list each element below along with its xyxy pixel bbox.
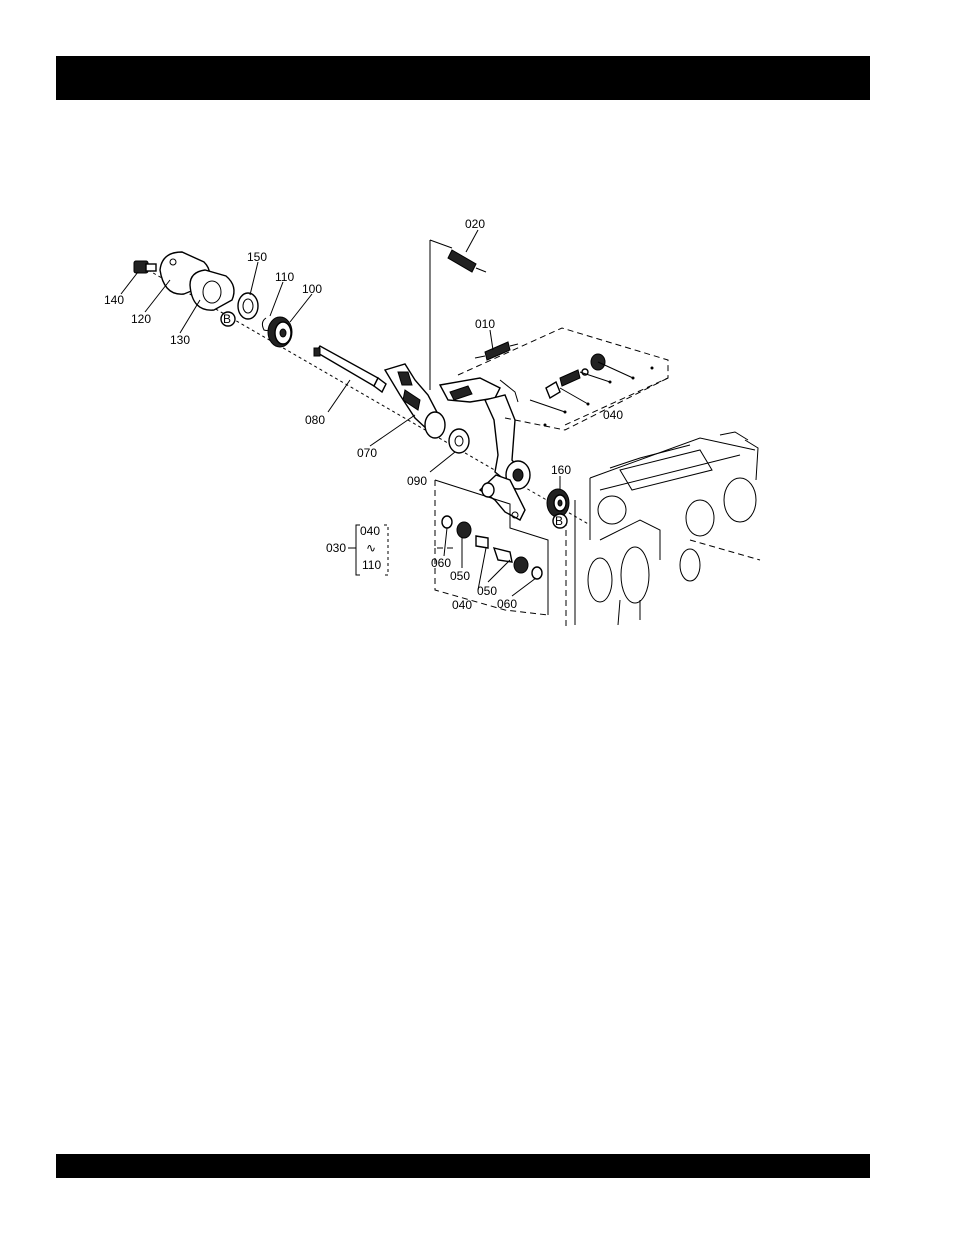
label-010: 010 (475, 317, 495, 331)
bush-150 (238, 293, 258, 319)
label-060-left: 060 (431, 556, 451, 570)
label-050-left: 050 (450, 569, 470, 583)
spring-020 (430, 240, 486, 390)
label-150: 150 (247, 250, 267, 264)
bearing-100 (268, 317, 292, 347)
shaft-080 (314, 346, 386, 392)
label-b-right: B (555, 514, 563, 528)
governor-spring-parts-040 (530, 354, 654, 427)
footer-bar (56, 1154, 870, 1178)
label-110-top: 110 (275, 270, 294, 284)
label-b-left: B (223, 312, 231, 326)
exploded-parts-diagram: B B 020 010 150 110 100 140 120 130 080 (0, 0, 954, 700)
label-030-range-end: 110 (362, 558, 381, 572)
bolt-140 (134, 261, 156, 273)
bearing-160 (547, 489, 569, 517)
label-060-right: 060 (497, 597, 517, 611)
label-140: 140 (104, 293, 124, 307)
label-080: 080 (305, 413, 325, 427)
label-040-lower: 040 (452, 598, 472, 612)
engine-block (566, 432, 760, 630)
label-030-range-start: 040 (360, 524, 380, 538)
label-130: 130 (170, 333, 190, 347)
label-070: 070 (357, 446, 377, 460)
label-100: 100 (302, 282, 322, 296)
label-120: 120 (131, 312, 151, 326)
mark-b-right: B (553, 514, 567, 528)
label-030-range-tilde: ∿ (366, 541, 376, 555)
label-160: 160 (551, 463, 571, 477)
group-box-040-lower (435, 480, 455, 548)
label-090: 090 (407, 474, 427, 488)
label-050-right: 050 (477, 584, 497, 598)
gasket-130 (190, 270, 234, 310)
washer-090 (449, 429, 469, 453)
label-030: 030 (326, 541, 346, 555)
fork-lever-070 (385, 364, 445, 438)
mark-b-left: B (221, 312, 235, 326)
label-020: 020 (465, 217, 485, 231)
label-040-upper: 040 (603, 408, 623, 422)
